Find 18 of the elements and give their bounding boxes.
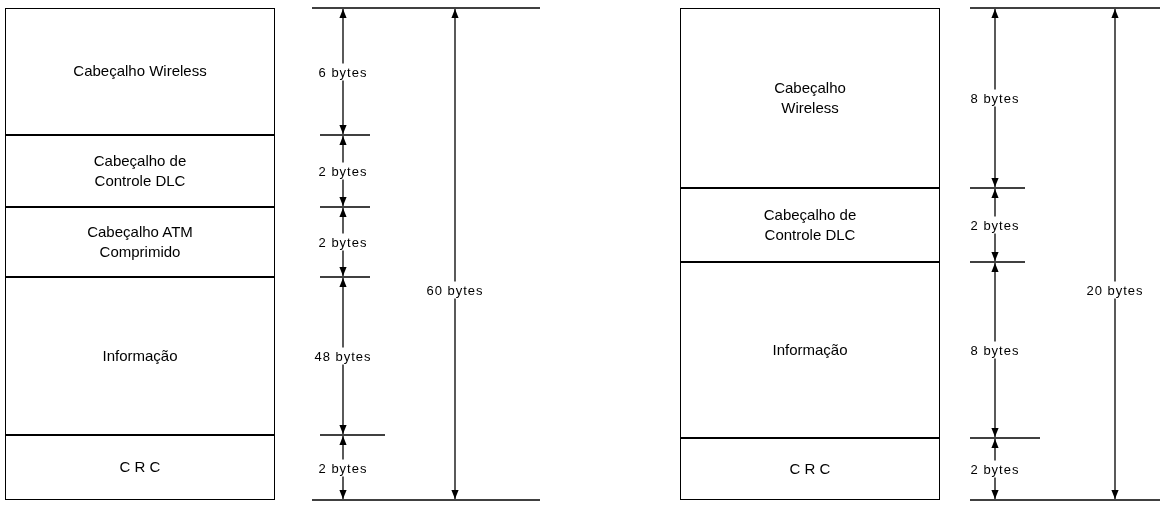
field-name: Cabeçalho de Controle DLC xyxy=(762,204,858,245)
field-box xyxy=(5,435,275,500)
field-name: Cabeçalho ATM Comprimido xyxy=(86,221,194,262)
field-box xyxy=(5,8,275,135)
field-box xyxy=(5,207,275,277)
field-box xyxy=(680,262,940,438)
field-box xyxy=(680,8,940,188)
field-box xyxy=(5,135,275,207)
field-box xyxy=(680,188,940,262)
field-box xyxy=(5,277,275,435)
field-name: Informação xyxy=(102,345,178,366)
field-name: Cabeçalho de Controle DLC xyxy=(92,150,188,191)
field-name: Cabeçalho Wireless xyxy=(773,77,847,118)
field-box xyxy=(680,438,940,500)
field-name: C R C xyxy=(789,458,831,479)
field-name: Informação xyxy=(772,339,848,360)
field-name: Cabeçalho Wireless xyxy=(73,61,207,82)
field-name: C R C xyxy=(119,457,161,478)
